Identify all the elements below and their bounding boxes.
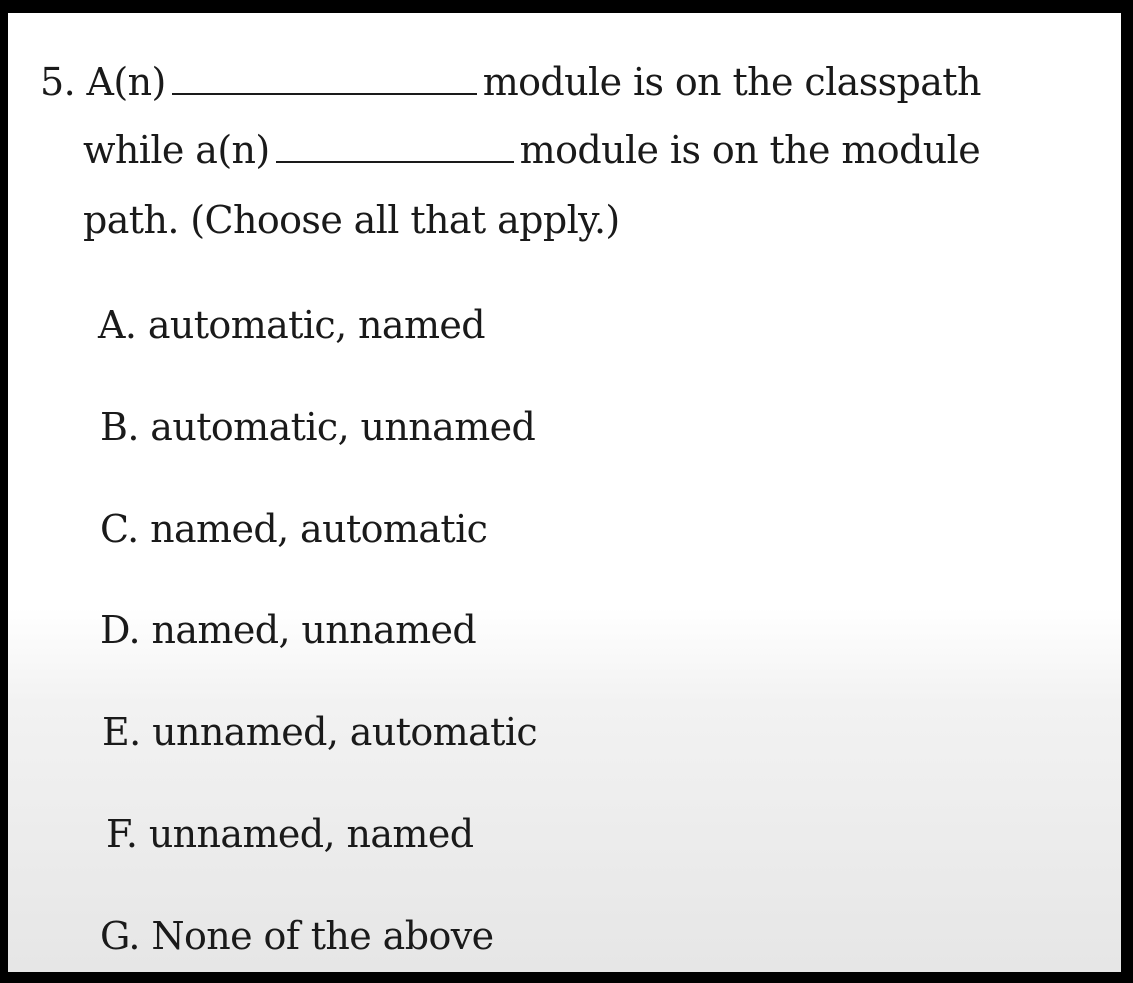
question-line2-end: module is on the module: [519, 128, 981, 172]
option-d: D. named, unnamed: [100, 608, 477, 652]
option-g: G. None of the above: [100, 917, 494, 955]
question-line2-start: while a(n): [83, 128, 270, 172]
option-letter: F.: [106, 812, 138, 856]
option-f: F. unnamed, named: [106, 812, 474, 856]
option-text: automatic, unnamed: [150, 405, 536, 449]
option-c: C. named, automatic: [100, 507, 488, 551]
option-a: A. automatic, named: [98, 303, 486, 347]
question-line-2: while a(n) module is on the module: [83, 128, 981, 172]
option-letter: D.: [100, 608, 141, 652]
question-line-3: path. (Choose all that apply.): [83, 201, 620, 239]
option-text: unnamed, named: [148, 812, 474, 856]
option-letter: C.: [100, 507, 139, 551]
option-letter: G.: [100, 914, 140, 958]
option-text: None of the above: [151, 914, 494, 958]
option-text: named, automatic: [150, 507, 488, 551]
answer-blank-2: [275, 160, 514, 163]
question-number: 5.: [40, 60, 76, 104]
question-line1-start: A(n): [86, 60, 167, 104]
option-text: named, unnamed: [151, 608, 477, 652]
option-text: unnamed, automatic: [152, 710, 538, 754]
question-line3: path. (Choose all that apply.): [83, 198, 620, 242]
option-e: E. unnamed, automatic: [102, 710, 538, 754]
answer-blank-1: [171, 92, 477, 95]
option-text: automatic, named: [147, 303, 486, 347]
question-line1-end: module is on the classpath: [482, 60, 982, 104]
option-b: B. automatic, unnamed: [100, 405, 536, 449]
question-line-1: 5. A(n) module is on the classpath: [40, 63, 981, 101]
option-letter: E.: [102, 710, 141, 754]
option-letter: A.: [98, 303, 137, 347]
question-page: 5. A(n) module is on the classpath while …: [8, 13, 1121, 972]
option-letter: B.: [100, 405, 139, 449]
